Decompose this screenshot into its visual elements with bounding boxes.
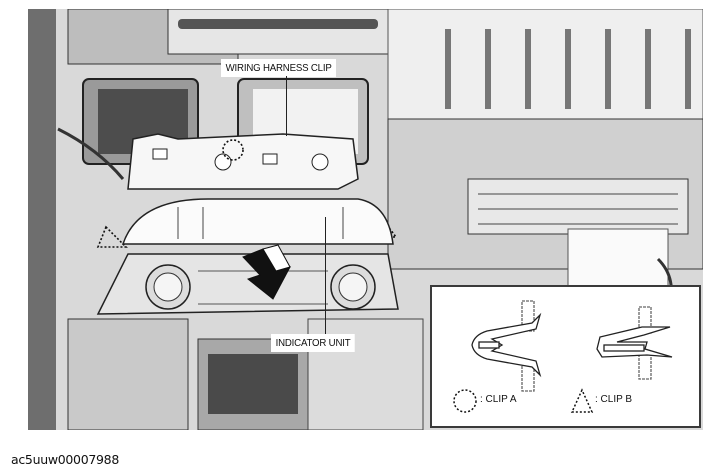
clip-b-legend-label: : CLIP B (595, 394, 633, 405)
indicator-unit-leader-line (325, 217, 326, 334)
wiring-harness-clip-label: WIRING HARNESS CLIP (221, 59, 337, 77)
clip-a-dotted-circle-icon (453, 389, 477, 413)
clip-a-legend-label: : CLIP A (480, 394, 517, 405)
dashboard-center-console-drawing (28, 9, 703, 430)
clip-legend-inset: : CLIP A : CLIP B (430, 285, 701, 428)
clip-b-dotted-triangle-icon (570, 388, 594, 413)
service-illustration: WIRING HARNESS CLIP INDICATOR UNIT : C (28, 9, 703, 430)
clip-b-drawing (596, 306, 673, 380)
wiring-harness-clip-leader-line (286, 76, 287, 136)
clip-detail-drawings (453, 300, 673, 413)
figure-id-caption: ac5uuw00007988 (11, 452, 119, 467)
clip-a-drawing (471, 300, 542, 392)
indicator-unit-label: INDICATOR UNIT (271, 334, 356, 352)
